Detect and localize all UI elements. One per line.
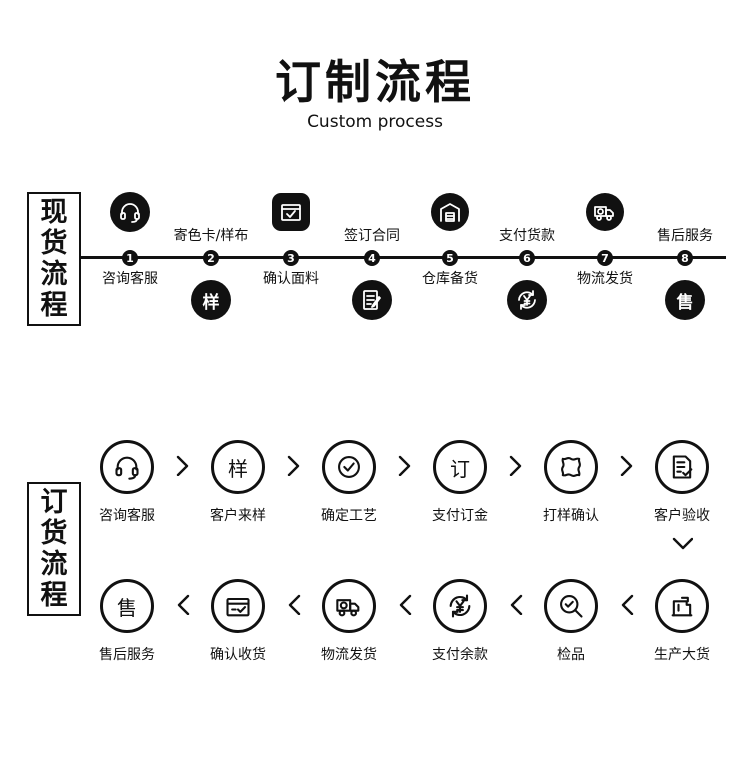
flow-step-label: 打样确认 [543,508,599,524]
warehouse-icon [431,193,469,231]
flow-step-label: 售后服务 [99,647,155,663]
flow-step-label: 确认收货 [210,647,266,663]
after-sale-text-icon: 售 [665,280,705,320]
chevron-left-icon [172,593,194,619]
section-label-order: 订 货 流 程 [27,482,81,616]
section-label-char: 流 [40,549,68,580]
flow-step-label: 支付余款 [432,647,488,663]
step-label: 确认面料 [263,271,319,287]
page-title: 订制流程 [275,55,475,109]
flow-step-label: 支付订金 [432,508,488,524]
chevron-left-icon [505,593,527,619]
timeline-line [80,256,726,259]
contract-pen-icon [352,280,392,320]
chevron-left-icon [283,593,305,619]
section-label-char: 货 [40,228,68,259]
flow-step-label: 咨询客服 [99,508,155,524]
chevron-right-icon [616,454,638,480]
fabric-swatch-icon [544,440,598,494]
chevron-left-icon [394,593,416,619]
magnifier-check-icon [544,579,598,633]
step-number: 4 [364,250,380,266]
delivery-truck-icon [586,193,624,231]
section-label-char: 流 [40,259,68,290]
flow-step-label: 确定工艺 [321,508,377,524]
flow-step-label: 检品 [557,647,585,663]
order-text-icon: 订 [433,440,487,494]
received-box-icon [211,579,265,633]
chevron-right-icon [505,454,527,480]
sample-text-icon: 样 [191,280,231,320]
chevron-right-icon [172,454,194,480]
checklist-doc-icon [655,440,709,494]
step-number: 3 [283,250,299,266]
after-sale-text-icon: 售 [100,579,154,633]
flow-step-label: 客户来样 [210,508,266,524]
box-check-icon [272,193,310,231]
section-label-spot: 现 货 流 程 [27,192,81,326]
step-number: 8 [677,250,693,266]
chevron-left-icon [616,593,638,619]
step-label: 仓库备货 [422,271,478,287]
step-number: 2 [203,250,219,266]
step-label: 物流发货 [577,271,633,287]
yen-cycle-icon [433,579,487,633]
icon-glyph: 样 [228,456,248,481]
step-number: 7 [597,250,613,266]
section-label-char: 货 [40,518,68,549]
icon-glyph: 订 [450,456,470,481]
chevron-right-icon [394,454,416,480]
sewing-machine-icon [655,579,709,633]
step-number: 6 [519,250,535,266]
sample-doc-icon: 样 [211,440,265,494]
chevron-down-icon [671,533,694,559]
step-label: 售后服务 [657,228,713,244]
section-label-char: 程 [40,290,68,321]
section-label-char: 现 [40,197,68,228]
step-number: 5 [442,250,458,266]
step-label: 寄色卡/样布 [173,228,249,244]
page-subtitle: Custom process [307,112,443,132]
delivery-truck-icon [322,579,376,633]
section-label-char: 程 [40,580,68,611]
icon-glyph: 售 [117,595,137,620]
headset-icon [110,192,150,232]
step-label: 签订合同 [344,228,400,244]
flow-step-label: 客户验收 [654,508,710,524]
check-circle-icon [322,440,376,494]
step-label: 支付货款 [499,228,555,244]
step-number: 1 [122,250,138,266]
flow-step-label: 物流发货 [321,647,377,663]
flow-step-label: 生产大货 [654,647,710,663]
step-label: 咨询客服 [102,271,158,287]
headset-icon [100,440,154,494]
chevron-right-icon [283,454,305,480]
section-label-char: 订 [40,487,68,518]
yen-cycle-icon [507,280,547,320]
